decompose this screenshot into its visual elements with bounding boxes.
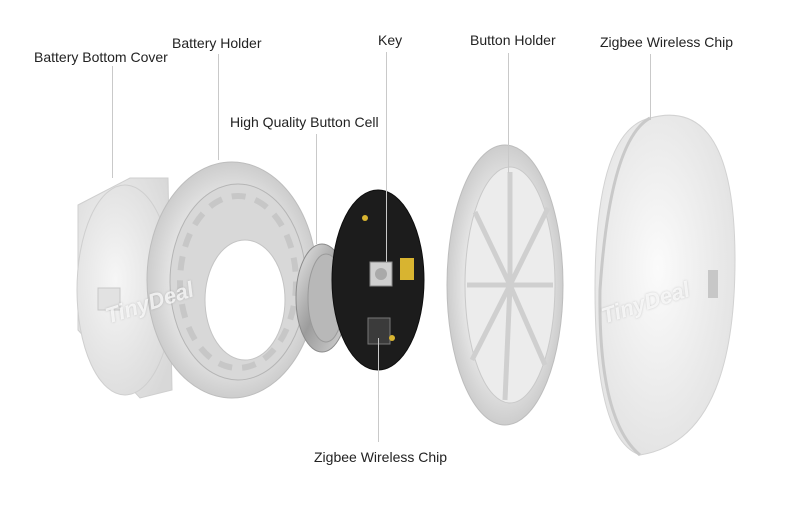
outer-cover-disc-part <box>594 114 736 457</box>
label-zigbee-chip-bottom: Zigbee Wireless Chip <box>314 449 448 465</box>
battery-bottom-cover-part <box>76 177 174 399</box>
leader-button-holder <box>508 53 509 173</box>
mi-logo-icon <box>708 270 718 298</box>
leader-zigbee-bottom <box>378 338 379 442</box>
label-battery-bottom-cover: Battery Bottom Cover <box>34 49 168 65</box>
label-button-cell: High Quality Button Cell <box>230 114 379 130</box>
label-key: Key <box>378 32 403 48</box>
leader-battery-holder <box>218 54 219 160</box>
leader-battery-bottom-cover <box>112 66 113 178</box>
label-battery-holder: Battery Holder <box>172 35 262 51</box>
label-zigbee-chip-top: Zigbee Wireless Chip <box>600 34 734 50</box>
leader-button-cell <box>316 134 317 244</box>
button-holder-part <box>446 144 564 426</box>
leader-key <box>386 52 387 262</box>
label-button-holder: Button Holder <box>470 32 556 48</box>
battery-holder-part <box>146 161 318 399</box>
leader-zigbee-top <box>650 54 651 120</box>
